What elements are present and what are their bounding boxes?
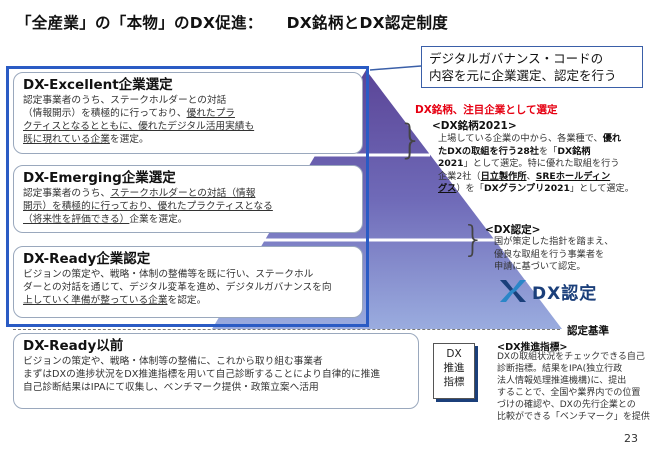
- card-dx-ready-title: DX-Ready企業認定: [23, 251, 151, 267]
- meigara-title: <DX銘柄2021>: [432, 120, 517, 132]
- page-number: 23: [624, 432, 638, 445]
- card-dx-emerging-title: DX-Emerging企業選定: [23, 170, 176, 186]
- document-icon-line: 指標: [443, 376, 465, 388]
- callout-line-2: 内容を元に企業選定、認定を行う: [429, 68, 617, 83]
- document-icon: DX 推進 指標: [433, 343, 475, 399]
- card-dx-ready-before: DX-Ready以前 ビジョンの策定や、戦略・体制等の整備に、これから取り組む事…: [13, 333, 419, 409]
- selection-frame: [6, 66, 369, 327]
- certification-criteria-label: 認定基準: [567, 325, 609, 337]
- card-text: 開示）を積極的に行っており、優れたプラクティスとなる: [23, 201, 273, 212]
- page-title-part1: 「全産業」の「本物」のDX促進：: [16, 14, 263, 32]
- card-text: ビジョンの策定や、戦略・体制等の整備に、これから取り組む事業者: [23, 356, 323, 367]
- card-dx-excellent: DX-Excellent企業選定 認定事業者のうち、ステークホルダーとの対話 （…: [13, 72, 363, 154]
- meigara-description: 上場している企業の中から、各業種で、優れ たDXの取組を行う28社を「DX銘柄 …: [438, 133, 634, 194]
- page-title: 「全産業」の「本物」のDX促進： DX銘柄とDX認定制度: [16, 11, 448, 33]
- card-dx-ready-before-title: DX-Ready以前: [23, 338, 124, 354]
- card-dx-emerging: DX-Emerging企業選定 認定事業者のうち、ステークホルダーとの対話（情報…: [13, 165, 363, 233]
- card-text: クティスとなるとともに、優れたデジタル活用実績も: [23, 121, 255, 132]
- shihyo-description: DXの取組状況をチェックできる自己 診断指標。結果をIPA(独立行政 法人情報処…: [497, 352, 650, 422]
- dx-nintei-logo: DX認定: [498, 278, 638, 304]
- callout-pointer: [369, 65, 422, 71]
- nintei-description: 国が策定した指針を踏まえ、 優良な取組を行う事業者を 申請に基づいて認定。: [494, 236, 614, 272]
- document-icon-line: DX: [446, 348, 462, 360]
- card-dx-excellent-title: DX-Excellent企業選定: [23, 77, 173, 93]
- card-text: （将来性を評価できる）企業を選定。: [23, 214, 188, 225]
- dx-logo-text: DX認定: [532, 283, 598, 304]
- page-title-part2: DX銘柄とDX認定制度: [286, 14, 449, 32]
- card-text: 既に現れている企業を選定。: [23, 134, 149, 145]
- card-text: 認定事業者のうち、ステークホルダーとの対話: [23, 95, 227, 106]
- card-text: 認定事業者のうち、ステークホルダーとの対話（情報: [23, 188, 256, 199]
- dx-logo-icon: [500, 280, 526, 302]
- brace-icon: }: [398, 117, 424, 163]
- document-icon-line: 推進: [443, 362, 465, 374]
- card-dx-ready: DX-Ready企業認定 ビジョンの策定や、戦略・体制の整備等を既に行い、ステー…: [13, 246, 363, 318]
- certification-line: [13, 329, 560, 330]
- brace-icon: }: [462, 219, 485, 260]
- card-text: 自己診断結果はIPAにて収集し、ベンチマーク提供・政策立案へ活用: [23, 382, 319, 393]
- nintei-title: <DX認定>: [485, 224, 541, 236]
- card-text: まずはDXの進捗状況をDX推進指標を用いて自己診断することにより自律的に推進: [23, 369, 381, 380]
- callout-line-1: デジタルガバナンス・コードの: [429, 51, 604, 66]
- meigara-selection-label: DX銘柄、注目企業として選定: [415, 104, 558, 116]
- card-text: ダーとの対話を通じて、デジタル変革を進め、デジタルガバナンスを向: [23, 282, 332, 293]
- card-text: ビジョンの策定や、戦略・体制の整備等を既に行い、ステークホル: [23, 269, 314, 280]
- callout-box: デジタルガバナンス・コードの 内容を元に企業選定、認定を行う: [421, 46, 643, 88]
- card-text: （情報開示）を積極的に行っており、優れたプラ: [23, 108, 235, 119]
- shihyo-title: <DX推進指標>: [497, 342, 568, 353]
- card-text: 上していく準備が整っている企業を認定。: [23, 295, 207, 306]
